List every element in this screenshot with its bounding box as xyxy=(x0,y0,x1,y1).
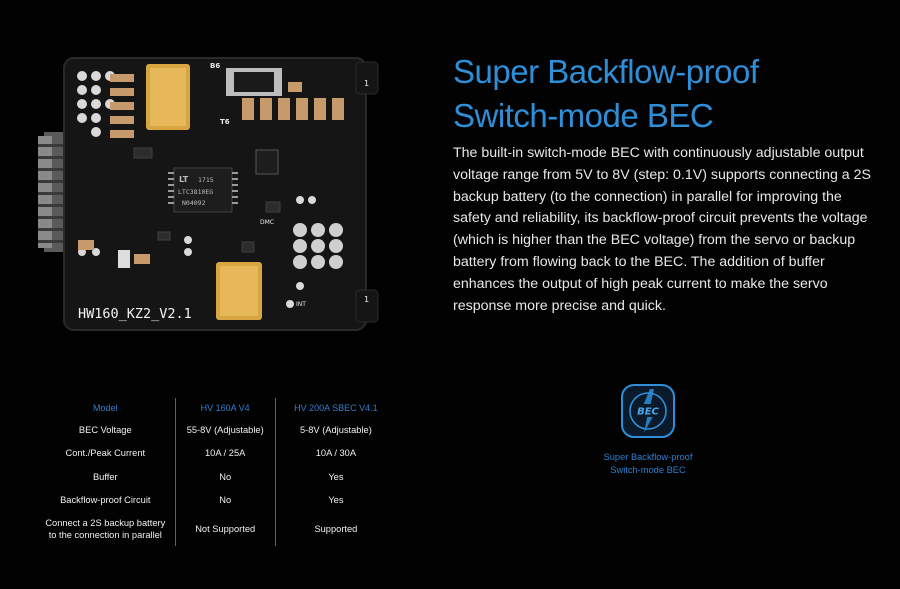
table-row: BEC Voltage 55-8V (Adjustable) 5-8V (Adj… xyxy=(36,418,396,442)
row-value-v41: Supported xyxy=(314,524,358,534)
section-heading: Super Backflow-proof Switch-mode BEC xyxy=(453,50,873,138)
row-label: BEC Voltage xyxy=(78,424,132,435)
chip-text-3: N04092 xyxy=(182,199,206,207)
esc-board-svg: LT 1715 LTC3810EG N04092 B6 T6 DMC INT 1… xyxy=(38,57,379,331)
chip-brand-label: LT xyxy=(179,175,189,184)
row-value-v4: Not Supported xyxy=(174,512,276,546)
badge-icon-text: BEC xyxy=(637,407,659,418)
row-value-v4: No xyxy=(174,465,276,489)
table-row: Buffer No Yes xyxy=(36,465,396,489)
row-label-line-2: to the connection in parallel xyxy=(48,530,162,540)
silk-int: INT xyxy=(296,301,306,308)
row-value-v41: 5-8V (Adjustable) xyxy=(299,424,372,435)
badge-caption-line-1: Super Backflow-proof xyxy=(603,452,693,462)
header-v4: HV 160A V4 xyxy=(174,398,276,418)
chip-text-1: 1715 xyxy=(198,176,214,184)
esc-board-image: LT 1715 LTC3810EG N04092 B6 T6 DMC INT 1… xyxy=(38,52,383,342)
table-row: Backflow-proof Circuit No Yes xyxy=(36,488,396,512)
badge-caption: Super Backflow-proof Switch-mode BEC xyxy=(575,451,721,477)
row-value-v41: Yes xyxy=(328,495,344,506)
row-label-line-1: Connect a 2S backup battery xyxy=(45,518,166,528)
bec-badge-icon: BEC xyxy=(620,383,676,439)
row-value-v41: Yes xyxy=(328,471,344,482)
table-row: Connect a 2S backup battery to the conne… xyxy=(36,512,396,546)
pin-one-top: 1 xyxy=(364,79,369,88)
row-value-v4: 55-8V (Adjustable) xyxy=(174,418,276,442)
row-value-v4: 10A / 25A xyxy=(174,441,276,465)
heading-line-1: Super Backflow-proof xyxy=(453,53,759,90)
row-value-v4: No xyxy=(174,488,276,512)
table-header-row: Model HV 160A V4 HV 200A SBEC V4.1 xyxy=(36,398,396,418)
feature-description: The built-in switch-mode BEC with contin… xyxy=(453,145,871,314)
table-row: Cont./Peak Current 10A / 25A 10A / 30A xyxy=(36,441,396,465)
heading-line-2: Switch-mode BEC xyxy=(453,97,714,134)
chip-text-2: LTC3810EG xyxy=(178,188,213,196)
row-label: Backflow-proof Circuit xyxy=(60,495,151,506)
row-value-v41: 10A / 30A xyxy=(315,448,357,459)
row-label: Cont./Peak Current xyxy=(65,448,146,459)
header-v41: HV 200A SBEC V4.1 xyxy=(294,403,378,413)
row-label: Connect a 2S backup battery to the conne… xyxy=(36,512,175,546)
board-model-label: HW160_KZ2_V2.1 xyxy=(78,306,192,322)
badge-caption-line-2: Switch-mode BEC xyxy=(610,465,686,475)
silk-dmc: DMC xyxy=(260,219,274,226)
header-model: Model xyxy=(93,403,118,413)
silk-b6: B6 xyxy=(210,62,220,70)
row-label: Buffer xyxy=(92,471,118,482)
silk-t6: T6 xyxy=(220,118,230,126)
pin-one-bottom: 1 xyxy=(364,295,369,304)
spec-comparison-table: Model HV 160A V4 HV 200A SBEC V4.1 BEC V… xyxy=(36,398,396,546)
servo-pins xyxy=(293,223,343,269)
